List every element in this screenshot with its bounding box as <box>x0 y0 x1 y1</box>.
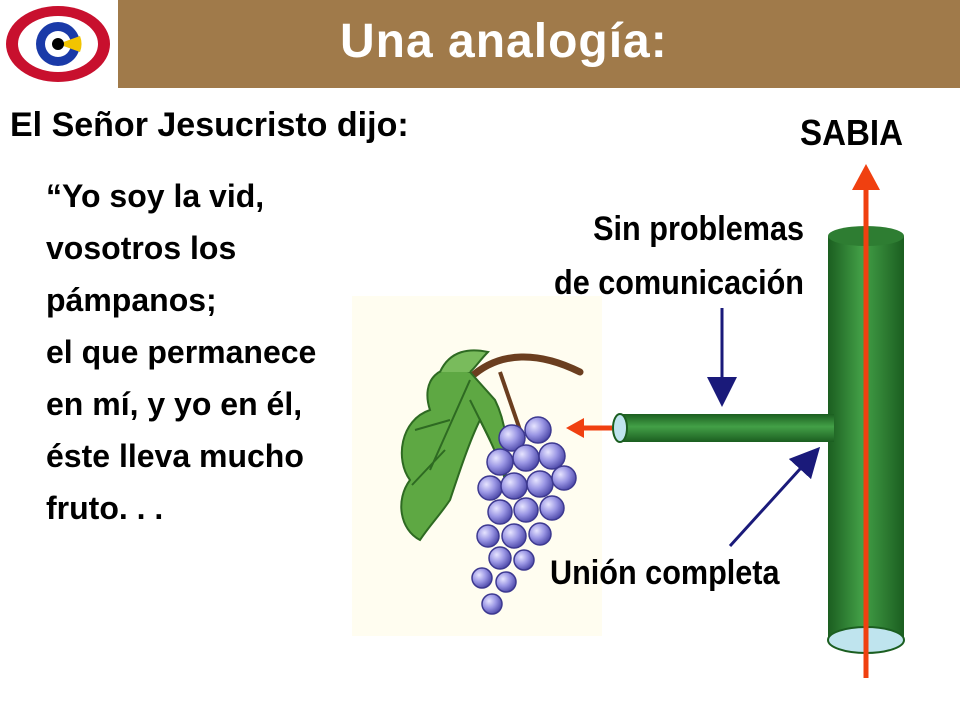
eye-logo-icon <box>6 6 110 82</box>
communication-line: de comunicación <box>554 264 804 302</box>
grape-cluster <box>471 416 577 615</box>
no-problems-line: Sin problemas <box>593 210 804 248</box>
quote-line: vosotros los <box>46 230 237 266</box>
quote-line: pámpanos; <box>46 282 217 318</box>
quote-line: el que permanece <box>46 334 317 370</box>
quote-line: en mí, y yo en él, <box>46 386 303 422</box>
header-bar <box>0 0 960 88</box>
subtitle: El Señor Jesucristo dijo: <box>10 106 409 144</box>
quote-line: fruto. . . <box>46 490 164 526</box>
sap-flow-arrows <box>566 164 880 678</box>
quote-line: “Yo soy la vid, <box>46 178 265 214</box>
no-problems-label: Sin problemas de comunicación <box>548 202 804 310</box>
scripture-quote: “Yo soy la vid, vosotros los pámpanos; e… <box>46 170 316 534</box>
branch-pipe <box>612 413 834 443</box>
quote-line: éste lleva mucho <box>46 438 304 474</box>
callout-arrow-union <box>728 446 821 548</box>
grape-vine-illustration <box>352 296 602 636</box>
logo <box>0 0 118 90</box>
sap-label: SABIA <box>800 112 904 153</box>
union-label: Unión completa <box>550 554 780 592</box>
slide-title: Una analogía: <box>340 15 668 68</box>
